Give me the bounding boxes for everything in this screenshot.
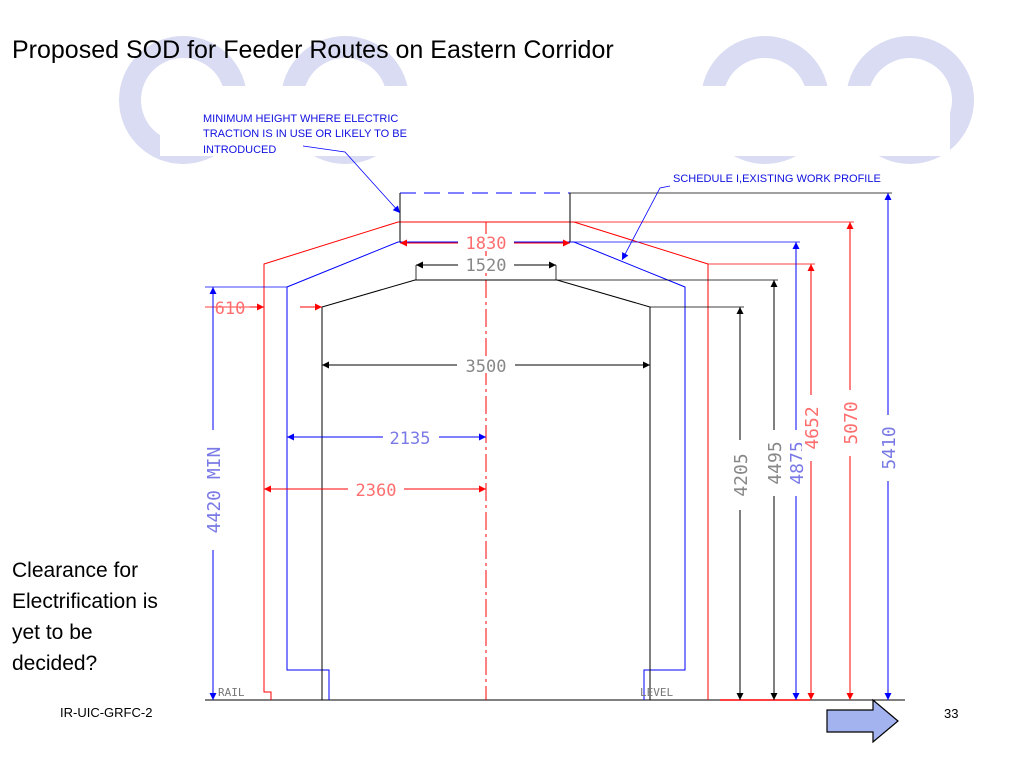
dim-5410: 5410 — [879, 426, 900, 469]
slide-title: Proposed SOD for Feeder Routes on Easter… — [12, 36, 614, 64]
dim-610: 610 — [215, 299, 246, 319]
dim-4205: 4205 — [731, 453, 752, 496]
label-rail: RAIL — [218, 686, 245, 699]
decor-circles — [119, 36, 974, 164]
dim-1830: 1830 — [466, 234, 507, 254]
dim-5070: 5070 — [841, 401, 862, 444]
dim-3500: 3500 — [466, 357, 507, 377]
leader-schedule — [621, 185, 671, 261]
footer-label: IR-UIC-GRFC-2 — [60, 705, 153, 720]
black-profile — [321, 279, 651, 700]
dim-1520: 1520 — [466, 256, 507, 276]
dim-2135: 2135 — [390, 429, 431, 449]
page-number: 33 — [944, 706, 959, 721]
note-schedule-profile: SCHEDULE I,EXISTING WORK PROFILE — [673, 173, 881, 185]
dim-4495: 4495 — [765, 441, 786, 484]
dim-2360: 2360 — [356, 481, 397, 501]
note-electric-traction: MINIMUM HEIGHT WHERE ELECTRIC TRACTION I… — [203, 113, 410, 156]
red-profile — [263, 221, 709, 700]
label-level: LEVEL — [640, 686, 673, 699]
side-note: Clearance for Electrification is yet to … — [12, 559, 158, 675]
right-arrow-icon[interactable] — [825, 698, 901, 746]
dim-4652: 4652 — [802, 406, 823, 449]
leader-electric — [302, 145, 401, 214]
dim-4420-min: 4420 MIN — [204, 447, 225, 534]
